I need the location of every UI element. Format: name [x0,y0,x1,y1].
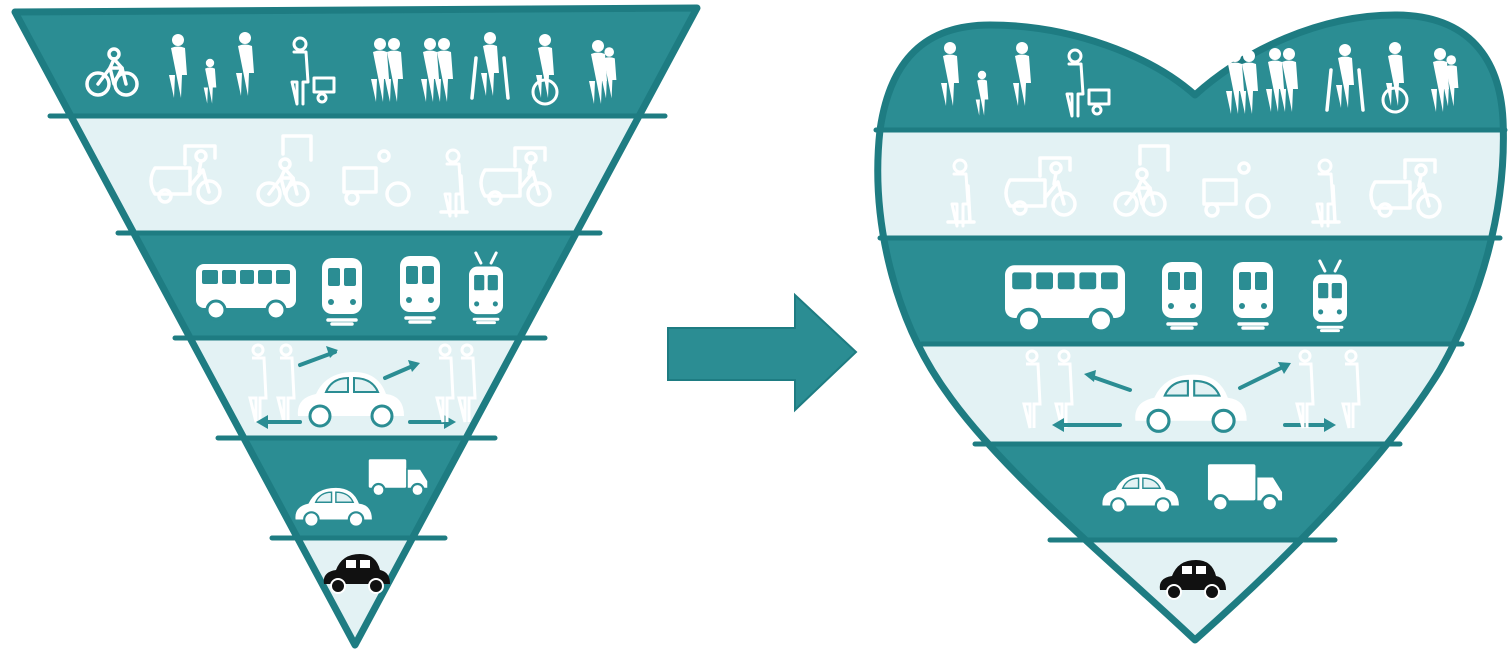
right-tier-4-icons [1022,349,1361,433]
person-with-stroller-icon [1065,48,1111,118]
wheelchair-user-icon [531,34,559,106]
pedestrians-icon-right [1295,349,1361,429]
pedestrians-icon-right [435,343,477,423]
wheelchair-user-icon [1381,42,1409,114]
trolleybus-icon [1311,259,1349,333]
right-tier-2-band [877,130,1504,238]
electric-bicycle-icon [1113,144,1170,217]
left-tier-2-band [15,116,697,233]
left-tier-4-icons [248,343,477,429]
left-tier-3-icons [194,251,505,326]
right-heart [873,11,1508,644]
left-pyramid-outline [11,4,701,649]
right-tier-5-band [877,444,1504,540]
left-tier-1-icons [85,32,617,106]
share-arrows-icon [256,346,456,429]
right-tier-2-icons [946,144,1442,228]
scooter-rider-icon [439,148,469,218]
share-arrows-icon [1052,362,1336,432]
pedestrians-icon [1022,349,1074,429]
person-on-crutches-icon [1325,44,1365,112]
right-tier-1-icons [941,42,1459,118]
pedestrians-icon [248,343,296,423]
left-tier-1-band [15,8,697,116]
trolleybus-icon [467,251,505,325]
right-arrow-icon [667,292,858,413]
person-with-stroller-icon [290,36,336,106]
left-tier-2-icons [149,134,552,218]
right-tier-3-icons [1003,259,1349,334]
right-heart-outline [874,11,1507,644]
cargo-tricycle-icon [342,149,411,207]
scooter-rider-icon [946,158,976,228]
left-pyramid [11,4,701,649]
person-on-crutches-icon [470,32,510,100]
cargo-tricycle-icon [1202,161,1271,219]
scooter-rider-icon-2 [1311,158,1341,228]
electric-bicycle-icon [256,134,313,207]
